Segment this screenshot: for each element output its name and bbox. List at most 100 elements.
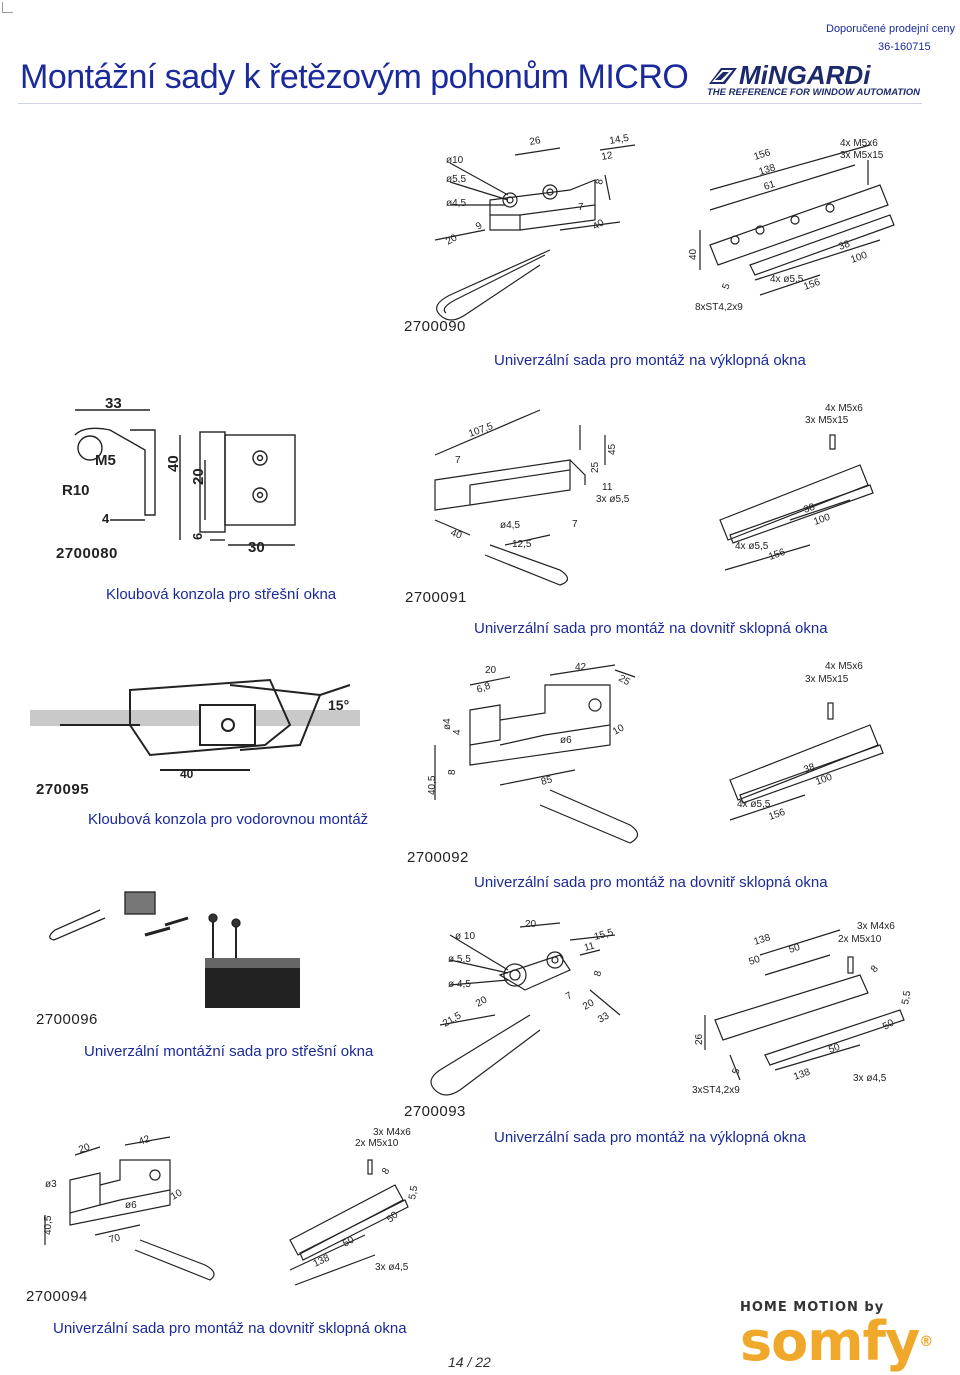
dim-label: ø5,5 (446, 174, 466, 185)
product-caption: Univerzální montážní sada pro střešní ok… (84, 1043, 374, 1060)
dim-label: 5 (730, 1067, 742, 1076)
drawing-2700090: ø10 ø5,5 ø4,5 26 14,5 12 8 7 40 20 9 156… (434, 133, 895, 321)
dim-label: 138 (753, 932, 773, 948)
dim-label: ø 4,5 (448, 979, 471, 990)
dim-label: 20 (581, 997, 597, 1012)
product-caption: Univerzální sada pro montáž na dovnitř s… (474, 620, 828, 637)
dim-label: 50 (881, 1017, 897, 1032)
dim-label: 38 (802, 762, 817, 776)
dim-label: 85 (540, 774, 554, 788)
mingardi-tagline: THE REFERENCE FOR WINDOW AUTOMATION (707, 87, 921, 98)
drawing-2700093: ø 10 ø 5,5 ø 4,5 20 15,5 11 8 7 20 33 20… (430, 919, 913, 1096)
mingardi-logo: MiNGARDi THE REFERENCE FOR WINDOW AUTOMA… (707, 60, 921, 102)
dim-label: 4x M5x6 (825, 403, 863, 414)
dim-label: 156 (802, 277, 822, 293)
dim-label: 100 (814, 772, 834, 788)
dim-label: 20 (485, 665, 497, 676)
dim-label: ø4,5 (446, 198, 466, 209)
dim-label: 5 (720, 282, 732, 291)
dim-label: 2x M5x10 (838, 934, 882, 945)
dim-label: 3x M5x15 (805, 415, 849, 426)
dim-label: 8 (592, 969, 604, 978)
dim-label: ø4,5 (500, 520, 520, 531)
dim-label: 8 (447, 769, 458, 775)
dim-label: 4x ø5,5 (735, 541, 769, 552)
dim-label: 3x M4x6 (857, 921, 895, 932)
dim-label: 107,5 (467, 421, 495, 440)
product-caption: Kloubová konzola pro střešní okna (106, 586, 337, 603)
dim-label: ø6 (125, 1200, 137, 1211)
registered-mark: ® (919, 1334, 933, 1350)
dim-label: 33 (105, 395, 122, 412)
dim-label: 10 (169, 1187, 185, 1202)
price-note: Doporučené prodejní ceny (826, 23, 956, 35)
dim-label: 25 (617, 673, 633, 688)
dim-label: ø 10 (455, 931, 475, 942)
dim-label: 20 (190, 468, 207, 485)
dim-label: 38 (837, 239, 852, 253)
dim-label: 8xST4,2x9 (695, 302, 743, 313)
somfy-wordmark: somfy (740, 1310, 920, 1373)
dim-label: 8 (594, 178, 606, 186)
header-divider (18, 103, 922, 104)
dim-label: 4x ø5,5 (737, 799, 771, 810)
dim-label: 4x M5x6 (840, 138, 878, 149)
dim-label: 138 (312, 1253, 332, 1270)
dim-label: 15° (328, 697, 349, 713)
dim-label: R10 (62, 482, 90, 499)
drawing-270095: 15° 40 (30, 678, 360, 781)
dim-label: 2x M5x10 (355, 1138, 399, 1149)
mingardi-wordmark: MiNGARDi (739, 60, 871, 90)
dim-label: 40 (165, 455, 182, 472)
dim-label: 25 (590, 461, 601, 473)
dim-label: 61 (763, 179, 777, 193)
somfy-logo: HOME MOTION by somfy® (740, 1300, 933, 1369)
product-code: 2700096 (36, 1011, 98, 1028)
dim-label: 30 (248, 539, 265, 556)
dim-label: 4 (102, 511, 110, 526)
dim-label: 42 (575, 662, 587, 673)
product-caption: Univerzální sada pro montáž na výklopná … (494, 1129, 806, 1146)
dim-label: 8 (869, 963, 881, 975)
dim-label: 3x ø5,5 (596, 494, 630, 505)
dim-label: 40,5 (43, 1215, 54, 1235)
page-number: 14 / 22 (448, 1354, 491, 1370)
dim-label: 7 (578, 202, 584, 213)
dim-label: 42 (137, 1134, 152, 1148)
dim-label: 138 (758, 162, 778, 178)
dim-label: 50 (827, 1042, 842, 1056)
dim-label: 40 (449, 527, 464, 541)
dim-label: 50 (341, 1234, 357, 1249)
dim-label: 21,5 (441, 1010, 464, 1029)
dim-label: 50 (748, 954, 762, 968)
dim-label: 6 (190, 533, 205, 540)
dim-label: 10 (611, 722, 627, 737)
product-caption: Univerzální sada pro montáž na výklopná … (494, 352, 806, 369)
dim-label: 7 (455, 455, 461, 466)
dim-label: 14,5 (609, 133, 631, 147)
dim-label: 8 (380, 1166, 393, 1177)
dim-label: 50 (788, 942, 802, 956)
corner-mark (2, 2, 13, 13)
dim-label: 40 (591, 217, 607, 232)
dim-label: 4x ø5,5 (770, 274, 804, 285)
dim-label: ø4 (442, 718, 453, 730)
dim-label: ø 5,5 (448, 954, 471, 965)
dim-label: 20 (444, 232, 460, 247)
dim-label: 3x ø4,5 (853, 1073, 887, 1084)
dim-label: 45 (607, 443, 618, 455)
dim-label: 26 (529, 135, 542, 148)
product-caption: Kloubová konzola pro vodorovnou montáž (88, 811, 369, 828)
dim-label: 70 (108, 1232, 122, 1246)
dim-label: 20 (525, 919, 537, 930)
dim-label: 100 (849, 250, 869, 266)
dim-label: 12 (601, 150, 614, 163)
dim-label: 4 (452, 729, 463, 735)
product-caption: Univerzální sada pro montáž na dovnitř s… (53, 1320, 407, 1337)
dim-label: 40 (688, 248, 699, 260)
drawing-2700080: 33 M5 R10 40 20 4 6 30 (62, 395, 296, 556)
drawing-2700091: 107,5 7 45 25 11 3x ø5,5 ø4,5 7 40 12,5 … (434, 403, 874, 586)
drawing-2700096 (49, 891, 300, 1008)
dim-label: 3x ø4,5 (375, 1262, 409, 1273)
dim-label: 3x M4x6 (373, 1127, 411, 1138)
